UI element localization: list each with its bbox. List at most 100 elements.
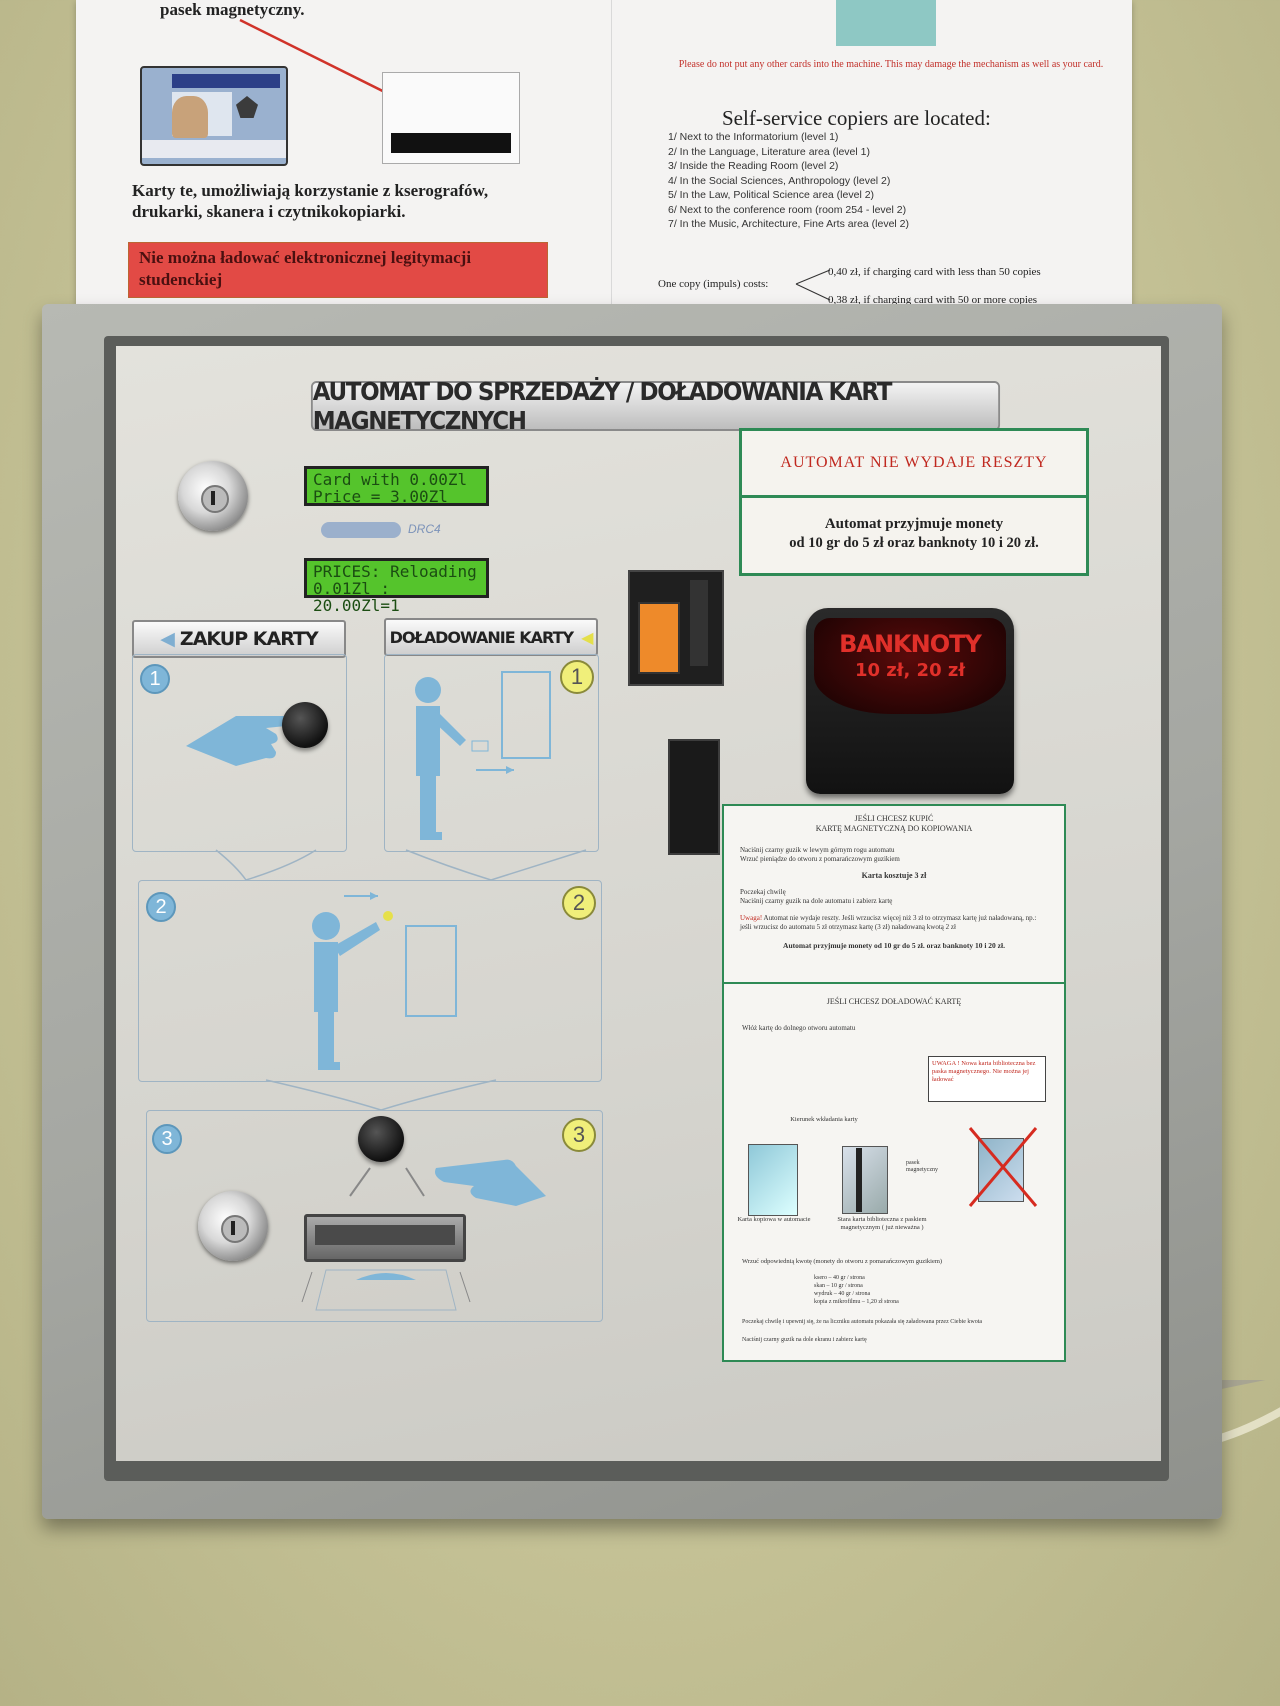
lcd-display-prices: PRICES: Reloading 0.01Zl : 20.00Zl=1	[304, 558, 489, 614]
coin-insert-slot[interactable]	[690, 580, 708, 666]
cost-label: One copy (impuls) costs:	[658, 278, 769, 290]
lcd-line: 0.01Zl : 20.00Zl=1	[313, 579, 400, 615]
locations-list: 1/ Next to the Informatorium (level 1) 2…	[668, 130, 909, 232]
copy-card-image	[748, 1144, 798, 1216]
poster-divider	[611, 0, 612, 305]
no-change-notice: AUTOMAT NIE WYDAJE RESZTY Automat przyjm…	[739, 428, 1089, 576]
buy-step: Naciśnij czarny guzik na dole automatu i…	[740, 897, 893, 905]
purchase-card-label-text: ZAKUP KARTY	[179, 628, 319, 650]
step-2-reload-badge: 2	[562, 886, 596, 920]
photo-icon	[172, 96, 208, 138]
step-1-badge: 1	[140, 664, 170, 694]
cross-icon	[968, 1127, 1038, 1207]
banknote-label: BANKNOTY	[839, 630, 982, 658]
sample-id-card	[140, 66, 288, 166]
poster-caption-top: pasek magnetyczny.	[160, 0, 305, 19]
step-3-reload-badge: 3	[562, 1118, 596, 1152]
step-3-badge: 3	[152, 1124, 182, 1154]
person-insert-card-icon	[415, 671, 551, 840]
buy-step: Poczekaj chwilę	[740, 888, 786, 896]
brand-logo-icon	[321, 522, 401, 538]
location-item: 6/ Next to the conference room (room 254…	[668, 203, 907, 216]
card-dispense-slot[interactable]	[304, 1214, 466, 1262]
location-item: 1/ Next to the Informatorium (level 1)	[668, 131, 839, 143]
poster-right-warning: Please do not put any other cards into t…	[678, 59, 1104, 70]
step-1-reload-badge: 1	[560, 660, 594, 694]
dispense-card-black-button[interactable]	[358, 1116, 404, 1162]
arrow-right-icon: ◀	[581, 627, 593, 647]
buy-title-1: JEŚLI CHCESZ KUPIĆ	[854, 814, 934, 823]
cost-branch-lines	[795, 269, 831, 301]
magnetic-stripe	[391, 133, 511, 153]
eagle-emblem-icon	[236, 96, 258, 118]
reload-title: JEŚLI CHCESZ DOŁADOWAĆ KARTĘ	[826, 997, 962, 1006]
price-list: ksero – 40 gr / strona skan – 10 gr / st…	[814, 1274, 899, 1306]
machine-title: AUTOMAT DO SPRZEDAŻY / DOŁADOWANIA KART …	[310, 377, 1001, 435]
card-price: Karta kosztuje 3 zł	[861, 871, 927, 880]
card-image-teal	[836, 0, 936, 46]
banknote-acceptor[interactable]: BANKNOTY 10 zł, 20 zł	[806, 608, 1014, 794]
card-back-sample	[382, 72, 520, 164]
top-lock-icon	[178, 461, 248, 531]
bottom-lock-icon	[198, 1191, 268, 1261]
old-card-caption: Stara karta biblioteczna z paskiem magne…	[837, 1216, 927, 1231]
step-connectors	[215, 849, 587, 1111]
new-card-crossed-image	[968, 1124, 1038, 1210]
price-item: skan – 10 gr / strona	[814, 1283, 863, 1289]
reload-step: Włóż kartę do dolnego otworu automatu	[742, 1024, 856, 1032]
copy-card-caption: Karta kopiowa w automacie	[737, 1216, 811, 1223]
cost-option-1: 0,40 zł, if charging card with less than…	[828, 266, 1041, 278]
accepted-coins-line: Automat przyjmuje monety	[824, 516, 1004, 532]
price-item: ksero – 40 gr / strona	[814, 1275, 865, 1281]
reload-step: Poczekaj chwilę i upewnij się, że na lic…	[742, 1319, 983, 1325]
price-item: kopia z mikrofilmu – 1,20 zł strona	[814, 1299, 899, 1305]
lcd-display-balance: Card with 0.00Zl Price = 3.00Zl	[304, 466, 489, 506]
step-1-reload-box	[384, 654, 599, 852]
location-item: 5/ In the Law, Political Science area (l…	[668, 189, 875, 201]
machine-front-panel: AUTOMAT DO SPRZEDAŻY / DOŁADOWANIA KART …	[116, 346, 1161, 1461]
reload-card-label: DOŁADOWANIE KARTY ◀	[384, 618, 598, 656]
reload-callout: UWAGA ! Nowa karta biblioteczna bez pask…	[928, 1056, 1046, 1102]
buy-footer: Automat przyjmuje monety od 10 gr do 5 z…	[783, 941, 1005, 950]
poster-warning-red: Nie można ładować elektronicznej legitym…	[128, 242, 548, 298]
info-poster: pasek magnetyczny. Karty te, umożliwiają…	[76, 0, 1132, 305]
buy-card-black-button[interactable]	[282, 702, 328, 748]
price-item: wydruk – 40 gr / strona	[814, 1291, 871, 1297]
buy-step: Wrzuć pieniądze do otworu z pomarańczowy…	[740, 855, 900, 863]
coin-return-orange-button[interactable]	[638, 602, 680, 674]
location-item: 7/ In the Music, Architecture, Fine Arts…	[668, 218, 910, 230]
reload-instructions-sheet: JEŚLI CHCESZ DOŁADOWAĆ KARTĘ Włóż kartę …	[722, 982, 1066, 1362]
reload-card-label-text: DOŁADOWANIE KARTY	[389, 627, 574, 647]
warning-text: Automat nie wydaje reszty. Jeśli wrzucis…	[740, 914, 1037, 931]
lcd-line: PRICES: Reloading	[313, 562, 477, 581]
card-insert-slot[interactable]	[668, 739, 720, 855]
slot-tray-outline	[301, 1269, 471, 1311]
stripe-label: pasek magnetyczny	[906, 1160, 938, 1173]
old-library-card-image	[842, 1146, 888, 1214]
reload-step: Wrzuć odpowiednią kwotę (monety do otwor…	[742, 1258, 943, 1265]
lcd-line: Price = 3.00Zl	[313, 487, 448, 506]
cost-option-2: 0,38 zł, if charging card with 50 or mor…	[828, 294, 1038, 305]
arrow-left-icon: ◀	[160, 628, 175, 650]
purchase-card-label: ◀ ZAKUP KARTY	[132, 620, 346, 658]
step-2-badge: 2	[146, 892, 176, 922]
poster-right-heading: Self-service copiers are located:	[722, 106, 991, 130]
poster-paragraph: Karty te, umożliwiają korzystanie z kser…	[132, 181, 489, 221]
brand-label: DRC4	[408, 522, 441, 536]
no-change-heading: AUTOMAT NIE WYDAJE RESZTY	[742, 431, 1086, 498]
reload-step: Naciśnij czarny guzik na dole ekranu i z…	[742, 1337, 867, 1343]
location-item: 2/ In the Language, Literature area (lev…	[668, 145, 870, 158]
step-3-box	[146, 1110, 603, 1322]
buy-step: Naciśnij czarny guzik w lewym górnym rog…	[740, 846, 895, 854]
direction-label: Kierunek wkładania karty	[790, 1116, 858, 1123]
person-insert-coin-icon	[312, 892, 457, 1070]
step-1-purchase-box	[132, 654, 347, 852]
hand-press-icon	[186, 716, 291, 766]
warning-label: Uwaga!	[740, 914, 763, 922]
accepted-banknotes-line: od 10 gr do 5 zł oraz banknoty 10 i 20 z…	[789, 535, 1039, 551]
banknote-denominations: 10 zł, 20 zł	[854, 660, 966, 681]
magnetic-stripe	[856, 1148, 862, 1212]
location-item: 3/ Inside the Reading Room (level 2)	[668, 160, 839, 172]
coin-acceptor	[628, 570, 724, 686]
dispense-arrows-icon	[349, 1159, 546, 1206]
